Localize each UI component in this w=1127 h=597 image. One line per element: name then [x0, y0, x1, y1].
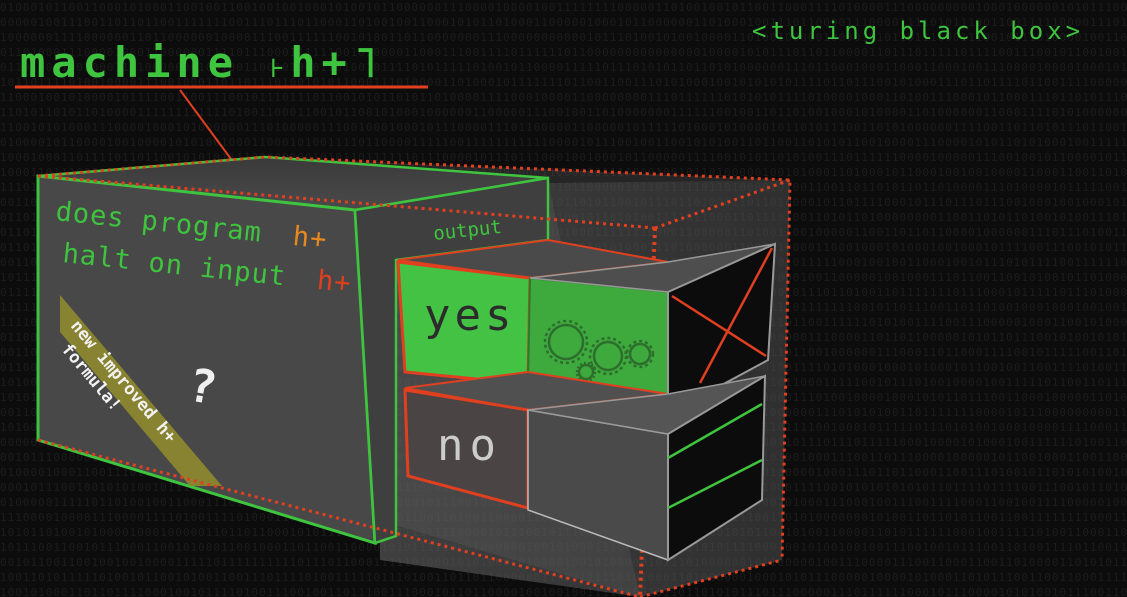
no-slot-bar-b	[667, 458, 763, 510]
question-line-2-var: h+	[315, 265, 353, 299]
no-label: no	[437, 420, 502, 471]
black-box-dotted-outline	[37, 155, 792, 561]
yes-slot-cross-b	[698, 247, 774, 384]
black-box-dotted-bottom-edge	[37, 438, 641, 597]
corner-tag: <turing black box>	[752, 17, 1085, 45]
black-box-dotted-back-edge	[654, 178, 791, 230]
page-title: machine ˫h+˥	[20, 38, 385, 87]
yes-label: yes	[424, 290, 515, 341]
no-slot-window	[667, 374, 767, 562]
black-box-dotted-top-diagonal	[37, 174, 656, 230]
no-slot-bar-a	[667, 402, 763, 460]
gear-icon	[543, 319, 655, 383]
inner-box-side	[353, 176, 550, 545]
yes-slot-cross-a	[671, 294, 767, 358]
improved-formula-banner	[60, 295, 222, 486]
question-line-1-var: h+	[291, 221, 329, 255]
